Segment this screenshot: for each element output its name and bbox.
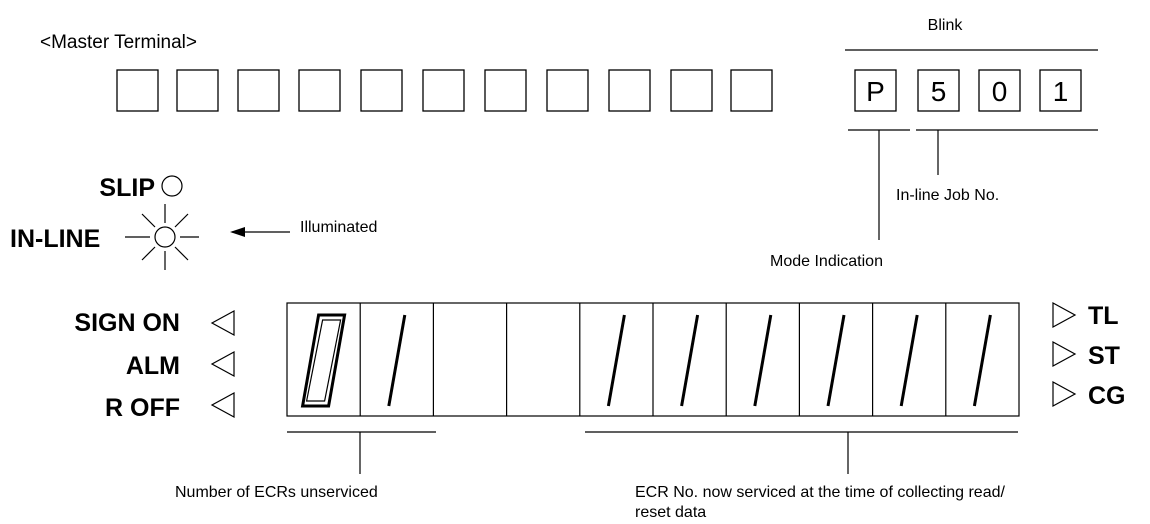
terminal-cell-char: P <box>866 76 885 107</box>
terminal-cell <box>298 69 341 112</box>
st-triangle-icon <box>1052 340 1077 368</box>
terminal-cell-char: 0 <box>992 76 1008 107</box>
slip-lamp-icon <box>161 175 183 197</box>
terminal-cell <box>176 69 219 112</box>
terminal-cell: 0 <box>978 69 1021 112</box>
alm-triangle-icon <box>210 350 235 378</box>
mode-indication-label: Mode Indication <box>770 253 883 270</box>
display-digit <box>680 314 700 407</box>
left-arrow-icon <box>230 227 290 237</box>
diagram-title: <Master Terminal> <box>40 32 197 53</box>
cg-triangle-icon <box>1052 380 1077 408</box>
terminal-cell <box>237 69 280 112</box>
display-digit <box>899 314 919 407</box>
cg-label: CG <box>1088 382 1126 410</box>
display-digit <box>753 314 773 407</box>
inline-label: IN-LINE <box>10 225 100 253</box>
display-digit <box>606 314 626 407</box>
display-digit <box>300 313 347 408</box>
display-digit <box>387 314 407 407</box>
display-digit <box>972 314 992 407</box>
terminal-cell: 1 <box>1039 69 1082 112</box>
terminal-cell <box>608 69 651 112</box>
tl-triangle-icon <box>1052 301 1077 329</box>
unserviced-label: Number of ECRs unserviced <box>175 484 378 501</box>
tl-label: TL <box>1088 302 1119 330</box>
r-off-triangle-icon <box>210 391 235 419</box>
terminal-cell <box>422 69 465 112</box>
terminal-cell <box>484 69 527 112</box>
terminal-cell-char: 5 <box>931 76 947 107</box>
terminal-cell-char: 1 <box>1053 76 1069 107</box>
illuminated-label: Illuminated <box>300 219 377 236</box>
ecr-no-label-line2: reset data <box>635 504 706 521</box>
ecr-no-label-line1: ECR No. now serviced at the time of coll… <box>635 484 1006 501</box>
terminal-cell: P <box>854 69 897 112</box>
st-label: ST <box>1088 342 1120 370</box>
job-no-label: In-line Job No. <box>896 187 999 204</box>
ecr-display-panel <box>286 302 1020 417</box>
terminal-cell: 5 <box>917 69 960 112</box>
terminal-cell <box>546 69 589 112</box>
blink-label: Blink <box>928 17 964 34</box>
r-off-label: R OFF <box>105 394 180 422</box>
terminal-cell <box>360 69 403 112</box>
display-digit <box>826 314 846 407</box>
terminal-cell <box>730 69 773 112</box>
terminal-cell <box>116 69 159 112</box>
alm-label: ALM <box>126 352 180 380</box>
sign-on-label: SIGN ON <box>74 309 180 337</box>
terminal-cell <box>670 69 713 112</box>
inline-lamp-icon <box>125 204 199 270</box>
slip-label: SLIP <box>99 174 155 202</box>
terminal-cell-row: P 5 0 1 <box>116 69 1082 112</box>
sign-on-triangle-icon <box>210 309 235 337</box>
